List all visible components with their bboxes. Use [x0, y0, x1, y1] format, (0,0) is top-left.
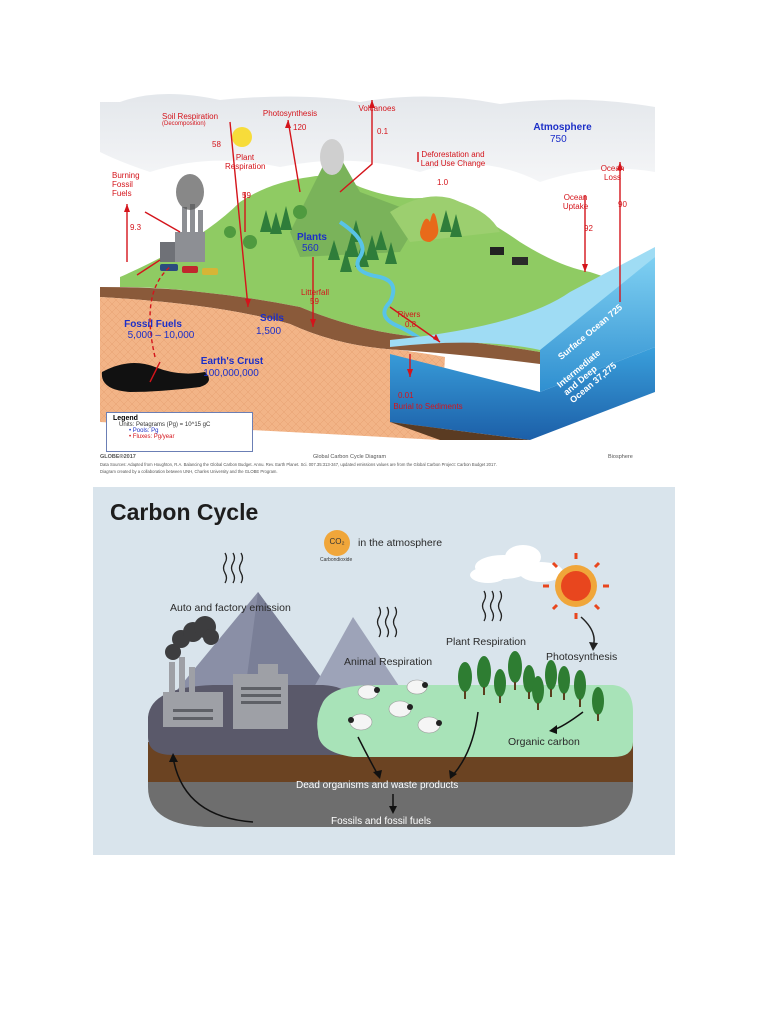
- animal-respiration-label: Animal Respiration: [344, 656, 433, 668]
- volcanoes-value: 0.1: [377, 127, 389, 136]
- soil-layer: [100, 287, 540, 364]
- sun-icon: [232, 127, 252, 147]
- legend-title: Legend: [113, 415, 138, 422]
- atmosphere-value: 750: [550, 134, 567, 145]
- dead-organisms-label: Dead organisms and waste products: [296, 780, 459, 791]
- mountain: [290, 157, 430, 257]
- factory-smoke-icon: [165, 616, 219, 660]
- globe-credit: GLOBE®2017: [100, 454, 136, 460]
- earths-crust: [100, 297, 445, 440]
- car: [202, 268, 218, 275]
- sun-icon: [543, 553, 609, 619]
- page-title: Carbon Cycle: [110, 499, 259, 525]
- in-atmosphere-label: in the atmosphere: [358, 537, 443, 549]
- cow: [490, 247, 504, 255]
- volcano-smoke: [320, 139, 344, 175]
- fossil-layer: [148, 777, 633, 827]
- burning-value: 9.3: [130, 223, 142, 232]
- fossil-fuels-value: 5,000 – 10,000: [127, 330, 195, 341]
- carbon-cycle-scene: [148, 530, 633, 827]
- fossil-fuels-label: Fossil Fuels: [124, 319, 182, 330]
- deep-ocean: [390, 347, 655, 440]
- burial-label: Burial to Sediments: [393, 402, 463, 411]
- atmosphere-label: Atmosphere: [533, 122, 592, 133]
- river: [338, 220, 432, 349]
- diagram-category: Biosphere: [608, 454, 633, 460]
- deforestation-value: 1.0: [437, 178, 449, 187]
- plant-respiration-label: Plant Respiration: [446, 636, 526, 648]
- ocean-uptake-label: Ocean Uptake: [562, 193, 589, 211]
- decomposition-label: (Decomposition): [162, 121, 206, 127]
- photosynthesis-label: Photosynthesis: [262, 109, 318, 118]
- plant-respiration-label: Plant Respiration: [225, 153, 266, 171]
- burial-value: 0.01: [398, 391, 414, 400]
- carbon-cycle-illustration: Carbon Cycle CO₂ Carbondioxide in the at…: [93, 487, 675, 855]
- soils-value: 1,500: [256, 326, 282, 337]
- co2-icon: [324, 530, 350, 556]
- soil-respiration-value: 58: [212, 140, 221, 149]
- rivers-value: 0.8: [405, 320, 417, 329]
- ocean-loss-label: Ocean Loss: [600, 164, 625, 182]
- soil-respiration-label: Soil Respiration: [161, 112, 219, 121]
- global-carbon-cycle-diagram: Soil Respiration (Decomposition) 58 Phot…: [100, 92, 658, 480]
- sky-cloud: [100, 93, 655, 182]
- car: [182, 266, 198, 273]
- legend-box: Legend Units: Petagrams (Pg) = 10^15 gC …: [106, 412, 253, 452]
- sheep-icon: [349, 679, 441, 734]
- legend-units: Units: Petagrams (Pg) = 10^15 gC: [119, 422, 211, 428]
- diagram-caption: Global Carbon Cycle Diagram: [313, 454, 387, 460]
- ocean-top: [390, 247, 655, 350]
- fossils-label: Fossils and fossil fuels: [331, 816, 432, 827]
- co2-sub-label: Carbondioxide: [320, 557, 353, 563]
- cow: [512, 257, 528, 265]
- ocean-loss-value: 90: [618, 200, 627, 209]
- volcanoes-label: Volcanoes: [358, 104, 396, 113]
- deforestation-label: Deforestation and Land Use Change: [420, 150, 486, 168]
- earths-crust-label: Earth's Crust: [200, 356, 264, 367]
- plant-respiration-value: 59: [242, 191, 251, 200]
- plants-value: 560: [302, 243, 319, 254]
- fire-icon: [420, 213, 439, 242]
- auto-factory-label: Auto and factory emission: [170, 602, 291, 614]
- photosynthesis-value: 120: [293, 123, 307, 132]
- litterfall-label: Litterfall: [300, 288, 329, 297]
- organic-carbon-label: Organic carbon: [508, 736, 580, 748]
- legend-fluxes: • Fluxes: Pg/year: [129, 434, 175, 440]
- cloud-icon: [470, 545, 563, 583]
- flux-arrows: [126, 100, 621, 383]
- litterfall-value: 59: [310, 297, 319, 306]
- data-sources-line2: Diagram created by a collaboration betwe…: [100, 469, 278, 474]
- ocean-uptake-value: 92: [584, 224, 593, 233]
- plants-label: Plants: [296, 232, 327, 243]
- legend-pools: • Pools: Pg: [129, 428, 159, 434]
- factory: [160, 204, 205, 262]
- co2-badge-text: CO₂: [329, 537, 345, 546]
- photosynthesis-label: Photosynthesis: [546, 651, 618, 663]
- data-sources-line1: Data Sources: Adapted from Houghton, R.A…: [100, 462, 497, 467]
- burning-fossil-fuels-label: Burning Fossil Fuels: [112, 171, 140, 198]
- factory-smoke: [176, 174, 204, 210]
- mountain: [303, 617, 413, 707]
- forest-trees: [458, 651, 604, 721]
- rivers-label: Rivers: [397, 310, 421, 319]
- landscape-illustration: [100, 93, 655, 440]
- earths-crust-value: 100,000,000: [203, 368, 259, 379]
- fossil-fuel-deposit: [101, 363, 209, 392]
- emission-waves-icon: [222, 552, 503, 638]
- soils-label: Soils: [260, 313, 284, 324]
